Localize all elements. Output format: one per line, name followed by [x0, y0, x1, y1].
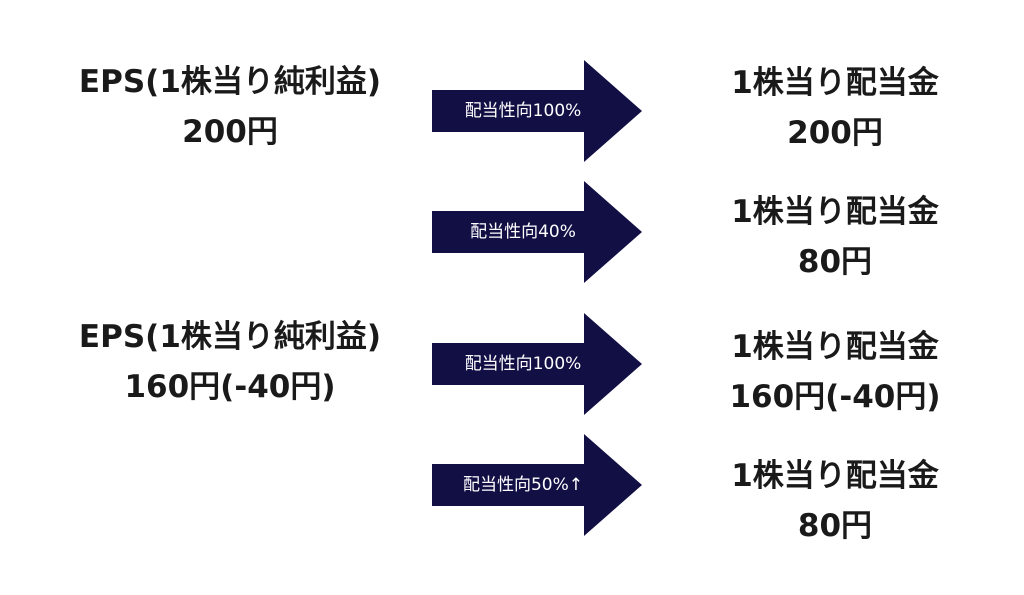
- dividend-block-1: 1株当り配当金 200円: [650, 58, 1020, 158]
- payout-ratio-label: 配当性向50%↑: [462, 475, 584, 495]
- eps-block-2: EPS(1株当り純利益) 160円(-40円): [40, 312, 420, 412]
- payout-arrow-1: 配当性向100%: [432, 60, 642, 162]
- payout-arrow-3: 配当性向100%: [432, 313, 642, 415]
- eps-value: 160円(-40円): [124, 369, 336, 405]
- dividend-value: 80円: [797, 244, 873, 280]
- dividend-block-3: 1株当り配当金 160円(-40円): [650, 322, 1020, 422]
- eps-block-1: EPS(1株当り純利益) 200円: [40, 57, 420, 157]
- dividend-title: 1株当り配当金: [731, 65, 939, 101]
- dividend-value: 160円(-40円): [729, 379, 941, 415]
- payout-arrow-2: 配当性向40%: [432, 181, 642, 283]
- payout-ratio-label: 配当性向100%: [464, 354, 582, 374]
- dividend-block-4: 1株当り配当金 80円: [650, 451, 1020, 551]
- dividend-block-2: 1株当り配当金 80円: [650, 187, 1020, 287]
- arrow-right-icon: [432, 313, 642, 415]
- arrow-right-icon: [432, 434, 642, 536]
- dividend-title: 1株当り配当金: [731, 194, 939, 230]
- payout-ratio-label: 配当性向100%: [464, 101, 582, 121]
- payout-arrow-4: 配当性向50%↑: [432, 434, 642, 536]
- eps-title: EPS(1株当り純利益): [78, 64, 382, 100]
- eps-title: EPS(1株当り純利益): [78, 319, 382, 355]
- dividend-title: 1株当り配当金: [731, 329, 939, 365]
- payout-ratio-label: 配当性向40%: [470, 222, 576, 242]
- eps-value: 200円: [182, 114, 278, 150]
- dividend-title: 1株当り配当金: [731, 458, 939, 494]
- dividend-value: 80円: [797, 508, 873, 544]
- arrow-right-icon: [432, 60, 642, 162]
- arrow-right-icon: [432, 181, 642, 283]
- dividend-value: 200円: [787, 115, 883, 151]
